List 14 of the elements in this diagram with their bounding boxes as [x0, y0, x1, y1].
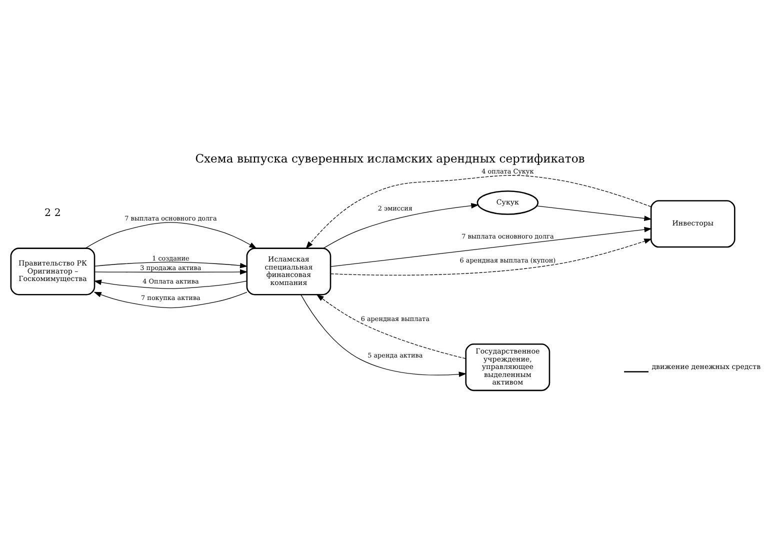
arrow — [536, 205, 652, 221]
arrow — [330, 226, 652, 266]
arrow — [330, 238, 652, 276]
arrow — [300, 294, 467, 376]
label: 2 2 — [44, 206, 61, 219]
arrow — [94, 268, 248, 274]
diagram-title: Схема выпуска суверенных исламских арендных сертификатов — [195, 150, 585, 165]
arrow — [323, 202, 479, 248]
arrow — [94, 291, 248, 308]
arrow — [85, 222, 257, 248]
arrow — [94, 279, 248, 288]
arrow — [94, 261, 248, 268]
arrow — [316, 294, 466, 358]
arrow — [306, 174, 652, 248]
